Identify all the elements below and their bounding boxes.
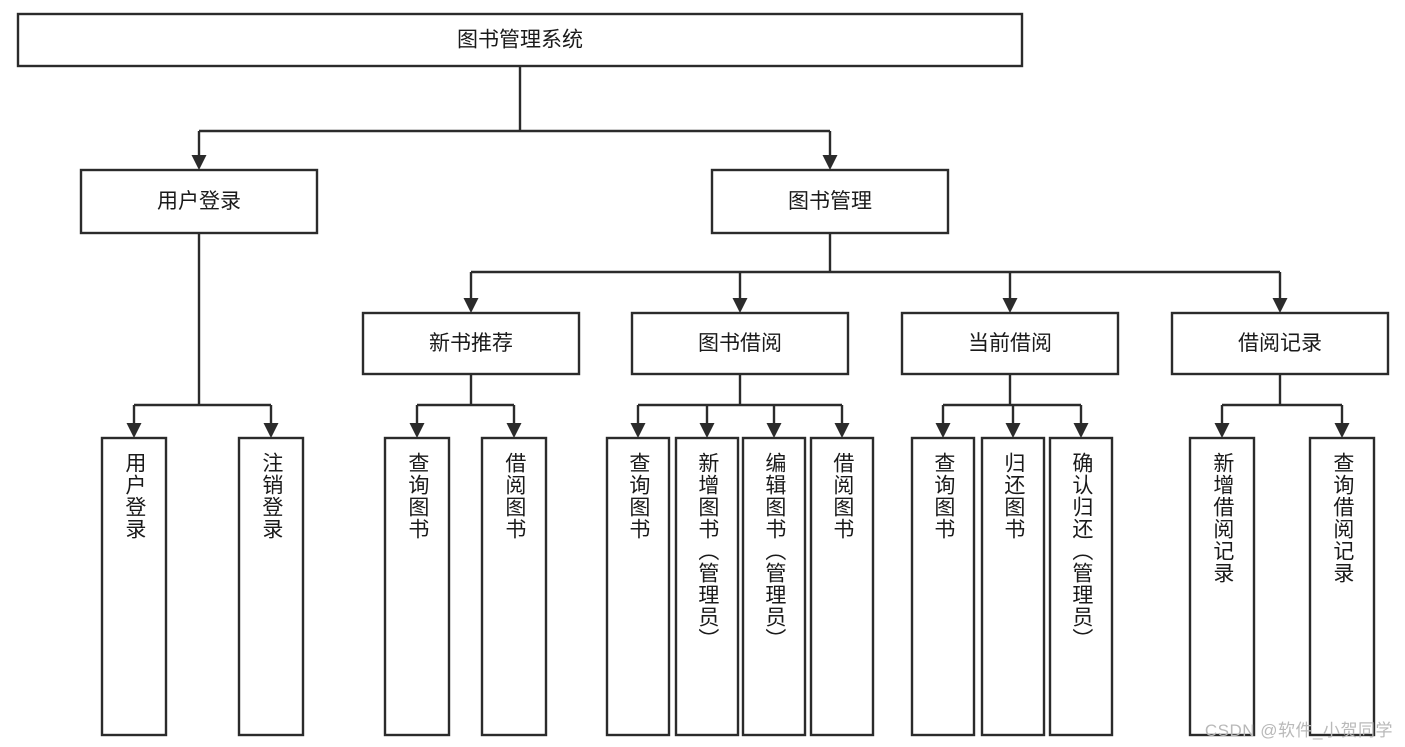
node-leaf-7-rect[interactable] xyxy=(809,436,875,737)
node-leaf-3-rect[interactable] xyxy=(480,436,548,737)
node-leaf-10-arrow-head xyxy=(1073,423,1089,438)
node-leaf-6-arrow-head xyxy=(766,423,782,438)
node-level2-0-rect[interactable] xyxy=(79,168,319,235)
node-leaf-0[interactable] xyxy=(100,436,168,737)
node-leaf-12-rect[interactable] xyxy=(1308,436,1376,737)
node-level3-0[interactable] xyxy=(361,311,581,376)
node-leaf-5-rect[interactable] xyxy=(674,436,740,737)
node-leaf-11-arrow-head xyxy=(1214,423,1230,438)
node-level2-1[interactable] xyxy=(710,168,950,235)
node-level3-1-label: 图书借阅 xyxy=(698,332,782,355)
connectors-layer xyxy=(126,66,1350,438)
node-leaf-5-arrow-head xyxy=(699,423,715,438)
node-root-rect[interactable] xyxy=(16,12,1024,68)
node-leaf-7[interactable] xyxy=(809,436,875,737)
node-leaf-3[interactable] xyxy=(480,436,548,737)
node-leaf-11-rect[interactable] xyxy=(1188,436,1256,737)
node-level3-2-arrow-head xyxy=(1002,298,1018,313)
node-level3-3-arrow-head xyxy=(1272,298,1288,313)
node-leaf-3-arrow-head xyxy=(506,423,522,438)
node-leaf-1-rect[interactable] xyxy=(237,436,305,737)
node-leaf-9-arrow-head xyxy=(1005,423,1021,438)
node-level3-1-rect[interactable] xyxy=(630,311,850,376)
node-leaf-9-rect[interactable] xyxy=(980,436,1046,737)
node-leaf-8[interactable] xyxy=(910,436,976,737)
node-level2-0-arrow-head xyxy=(191,155,207,170)
node-leaf-0-arrow-head xyxy=(126,423,142,438)
node-level3-3[interactable] xyxy=(1170,311,1390,376)
node-leaf-11[interactable] xyxy=(1188,436,1256,737)
node-level2-1-rect[interactable] xyxy=(710,168,950,235)
node-leaf-12[interactable] xyxy=(1308,436,1376,737)
node-leaf-5[interactable] xyxy=(674,436,740,737)
node-leaf-1-arrow-head xyxy=(263,423,279,438)
node-level3-2-rect[interactable] xyxy=(900,311,1120,376)
node-leaf-4-rect[interactable] xyxy=(605,436,671,737)
node-root-label: 图书管理系统 xyxy=(457,29,583,52)
node-level2-1-arrow-head xyxy=(822,155,838,170)
node-leaf-12-arrow-head xyxy=(1334,423,1350,438)
node-leaf-2[interactable] xyxy=(383,436,451,737)
node-level3-0-rect[interactable] xyxy=(361,311,581,376)
node-level2-0-label: 用户登录 xyxy=(157,190,241,213)
node-level3-0-label: 新书推荐 xyxy=(429,332,513,355)
boxes-layer xyxy=(16,12,1390,737)
node-leaf-7-arrow-head xyxy=(834,423,850,438)
node-leaf-2-arrow-head xyxy=(409,423,425,438)
node-leaf-6[interactable] xyxy=(741,436,807,737)
node-level2-0[interactable] xyxy=(79,168,319,235)
node-level3-1[interactable] xyxy=(630,311,850,376)
node-leaf-4[interactable] xyxy=(605,436,671,737)
watermark-csdn: CSDN @软件_小贺同学 xyxy=(1204,721,1393,740)
node-leaf-2-rect[interactable] xyxy=(383,436,451,737)
node-leaf-9[interactable] xyxy=(980,436,1046,737)
node-level3-2-label: 当前借阅 xyxy=(968,332,1052,355)
node-leaf-10[interactable] xyxy=(1048,436,1114,737)
node-leaf-8-rect[interactable] xyxy=(910,436,976,737)
node-leaf-8-arrow-head xyxy=(935,423,951,438)
node-root[interactable] xyxy=(16,12,1024,68)
node-leaf-10-rect[interactable] xyxy=(1048,436,1114,737)
node-leaf-4-arrow-head xyxy=(630,423,646,438)
node-leaf-0-rect[interactable] xyxy=(100,436,168,737)
node-level2-1-label: 图书管理 xyxy=(788,190,872,213)
node-level3-1-arrow-head xyxy=(732,298,748,313)
node-level3-2[interactable] xyxy=(900,311,1120,376)
node-level3-3-rect[interactable] xyxy=(1170,311,1390,376)
node-level3-0-arrow-head xyxy=(463,298,479,313)
node-leaf-6-rect[interactable] xyxy=(741,436,807,737)
node-leaf-1[interactable] xyxy=(237,436,305,737)
node-level3-3-label: 借阅记录 xyxy=(1238,332,1322,355)
